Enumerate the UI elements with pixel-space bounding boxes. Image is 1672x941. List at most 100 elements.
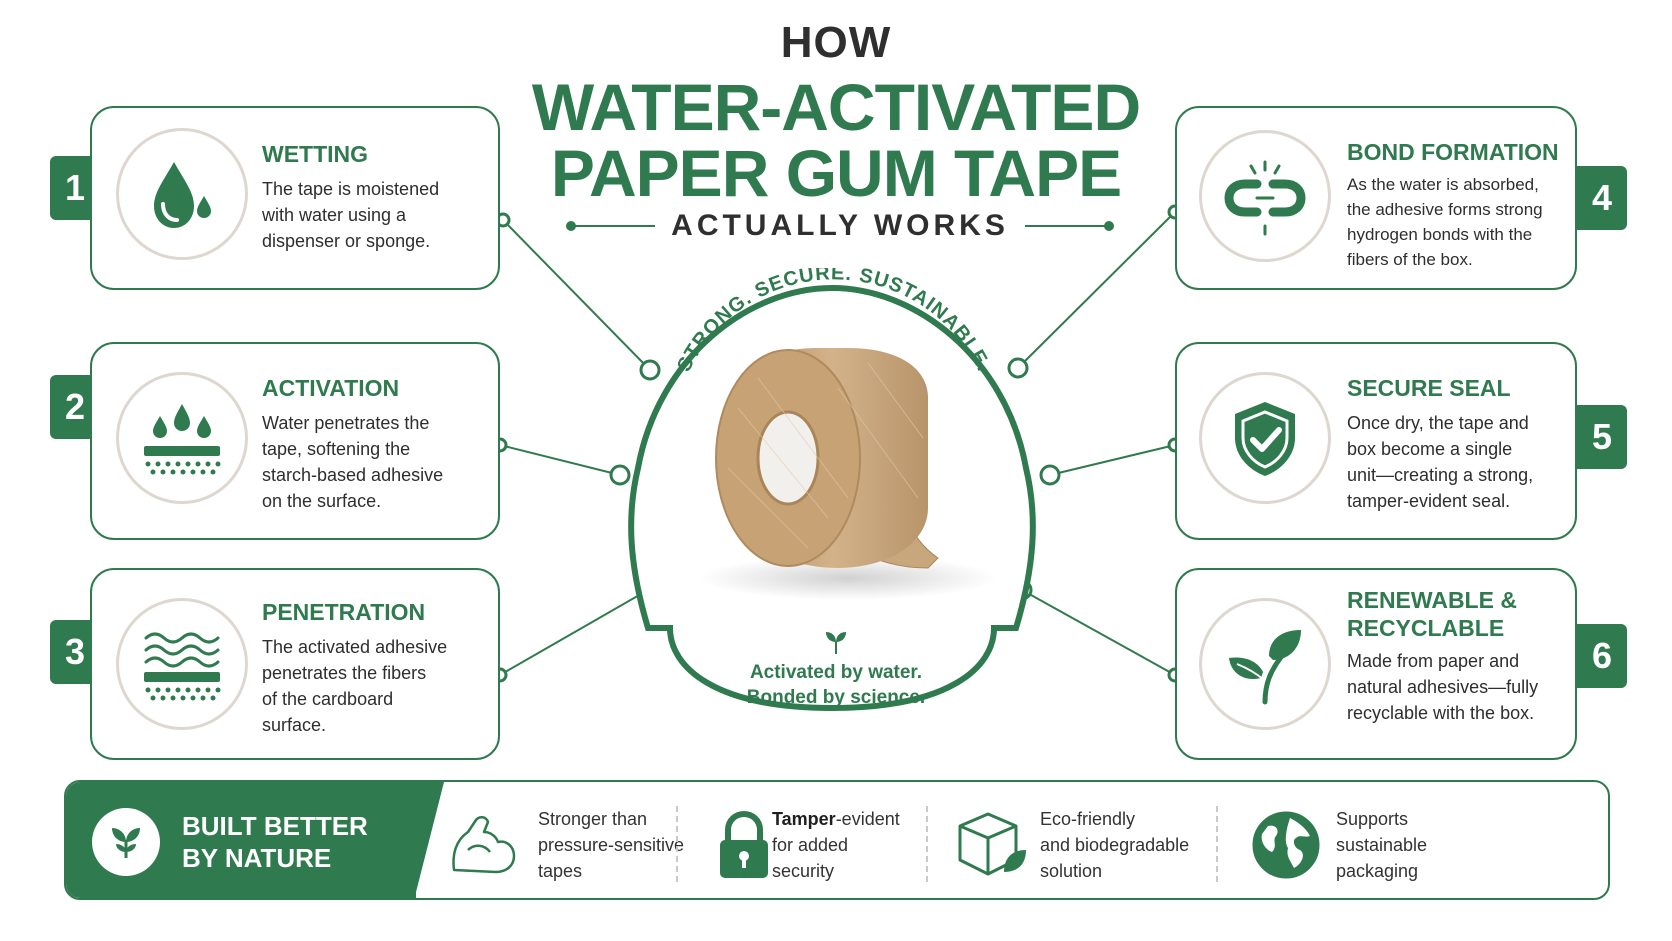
step-5-line: Once dry, the tape and [1347, 413, 1529, 433]
step-4-line: As the water is absorbed, [1347, 175, 1539, 194]
banner-title-line-2: BY NATURE [182, 843, 332, 873]
step-5-card: SECURE SEAL Once dry, the tape and box b… [1175, 342, 1577, 540]
step-5-number: 5 [1577, 405, 1627, 469]
step-5-line: box become a single [1347, 439, 1513, 459]
banner-title-line-1: BUILT BETTER [182, 811, 368, 841]
benefits-banner: BUILT BETTER BY NATURE Stronger than pre… [64, 780, 1610, 900]
feature-line: security [772, 861, 835, 881]
banner-label-tip [414, 782, 444, 898]
flexed-arm-icon [452, 816, 516, 874]
step-3-title: PENETRATION [262, 599, 426, 625]
step-4-card: BOND FORMATION As the water is absorbed,… [1175, 106, 1577, 290]
connector-step-3 [499, 589, 649, 676]
globe-icon [1252, 811, 1320, 879]
step-6-card: RENEWABLE & RECYCLABLE Made from paper a… [1175, 568, 1577, 760]
step-2-line: Water penetrates the [262, 413, 430, 433]
connector-node [1039, 464, 1061, 486]
feature-tamper: Tamper-evident for added security [706, 782, 966, 898]
step-5-line: tamper-evident seal. [1347, 491, 1511, 511]
step-1-icon-ring [116, 128, 248, 260]
step-4-title: BOND FORMATION [1347, 139, 1559, 165]
connector-step-4 [1017, 211, 1176, 369]
step-2-text: Water penetrates the tape, softening the… [262, 410, 443, 514]
step-6-line: natural adhesives—fully [1347, 677, 1539, 697]
title-line-water-activated: WATER-ACTIVATED [531, 70, 1141, 144]
chain-link-icon [1224, 160, 1306, 236]
banner-divider [926, 806, 928, 882]
step-4-text: As the water is absorbed, the adhesive f… [1347, 172, 1543, 272]
caption-leaf-icon [826, 632, 846, 654]
connector-node [1007, 357, 1029, 379]
padlock-icon [720, 810, 768, 878]
center-caption-line-2: Bonded by science. [746, 687, 926, 708]
step-3-card: PENETRATION The activated adhesive penet… [90, 568, 500, 760]
step-4-number: 4 [1577, 166, 1627, 230]
step-3-text: The activated adhesive penetrates the fi… [262, 634, 447, 738]
sprout-icon [112, 828, 140, 858]
step-3-line: surface. [262, 715, 327, 735]
step-2-title: ACTIVATION [262, 375, 400, 401]
feature-sustainable-text: Supports sustainable packaging [1336, 806, 1427, 884]
roll-core [756, 410, 820, 506]
step-6-number: 6 [1577, 624, 1627, 688]
feature-line: tapes [538, 861, 583, 881]
step-1-card: WETTING The tape is moistened with water… [90, 106, 500, 290]
feature-eco-text: Eco-friendly and biodegradable solution [1040, 806, 1189, 884]
subtitle: ACTUALLY WORKS [671, 209, 1009, 242]
step-2-line: on the surface. [262, 491, 382, 511]
feature-line: pressure-sensitive [538, 835, 685, 855]
center-caption-line-1: Activated by water. [749, 662, 923, 683]
step-3-line: penetrates the fibers [262, 663, 427, 683]
feature-strength: Stronger than pressure-sensitive tapes [446, 782, 766, 898]
step-5-line: unit—creating a strong, [1347, 465, 1534, 485]
subtitle-rule-right [1024, 221, 1115, 231]
connector-node [609, 464, 631, 486]
shield-check-icon [1235, 402, 1295, 476]
feature-line: solution [1040, 861, 1103, 881]
step-6-icon-ring [1199, 598, 1331, 730]
feature-strength-text: Stronger than pressure-sensitive tapes [538, 806, 684, 884]
feature-line: Stronger than [538, 809, 648, 829]
step-1-line: The tape is moistened [262, 179, 440, 199]
title-how: HOW [780, 18, 892, 67]
subtitle-rule-left [565, 221, 656, 231]
feature-tamper-text: Tamper-evident for added security [772, 806, 900, 884]
step-5-text: Once dry, the tape and box become a sing… [1347, 410, 1533, 514]
step-3-icon-ring [116, 598, 248, 730]
step-1-title: WETTING [262, 141, 369, 167]
step-3-line: of the cardboard [262, 689, 394, 709]
feature-sustainable: Supports sustainable packaging [1250, 782, 1550, 898]
feature-bold-word: Tamper [772, 809, 836, 829]
center-tape-illustration: STRONG. SECURE. SUSTAINABLE. [628, 268, 1036, 712]
step-6-text: Made from paper and natural adhesives—fu… [1347, 648, 1538, 726]
feature-line: Supports [1336, 809, 1409, 829]
box-leaf-icon [958, 812, 1026, 876]
step-1-text: The tape is moistened with water using a… [262, 176, 439, 254]
step-4-line: fibers of the box. [1347, 250, 1473, 269]
step-5-title: SECURE SEAL [1347, 375, 1511, 401]
step-1-line: with water using a [262, 205, 407, 225]
step-4-line: the adhesive forms strong [1347, 200, 1543, 219]
feature-line: for added [772, 835, 849, 855]
feature-line-rest: -evident [835, 809, 900, 829]
connector-step-5 [1049, 444, 1176, 476]
step-2-line: tape, softening the [262, 439, 411, 459]
feature-line: Tamper-evident [772, 806, 900, 832]
step-5-icon-ring [1199, 372, 1331, 504]
center-caption: Activated by water. Bonded by science. [700, 660, 972, 710]
step-1-line: dispenser or sponge. [262, 231, 431, 251]
feature-line: sustainable [1336, 835, 1428, 855]
connector-step-6 [1021, 589, 1176, 676]
leaf-icon [1229, 630, 1301, 705]
waves-layer-icon [144, 632, 221, 701]
feature-line: and biodegradable [1040, 835, 1190, 855]
title-line-paper-gum-tape: PAPER GUM TAPE [550, 136, 1122, 210]
banner-leaf-badge [92, 808, 160, 876]
banner-title: BUILT BETTER BY NATURE [182, 810, 368, 874]
step-4-icon-ring [1199, 130, 1331, 262]
step-2-line: starch-based adhesive [262, 465, 444, 485]
feature-line: Eco-friendly [1040, 809, 1136, 829]
banner-divider [676, 806, 678, 882]
water-drop-icon [154, 162, 211, 228]
